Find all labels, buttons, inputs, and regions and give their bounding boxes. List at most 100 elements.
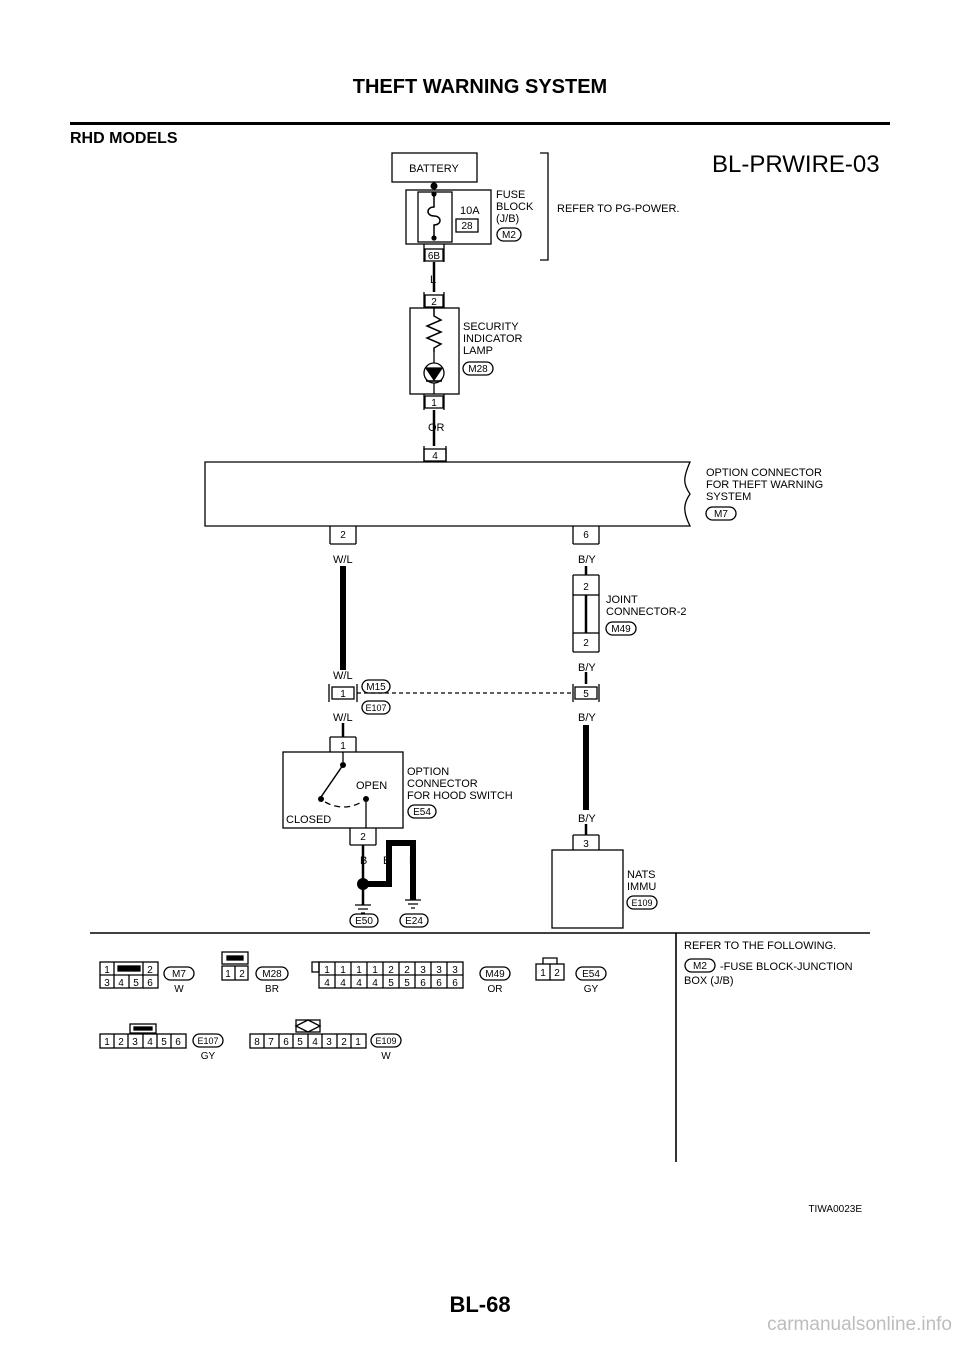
fuse-connector-id: M2 bbox=[502, 230, 516, 241]
m7-face-color: W bbox=[174, 984, 184, 995]
fuse-amp: 10A bbox=[460, 205, 480, 217]
nats-pin: 3 bbox=[583, 839, 589, 850]
e109-face-color: W bbox=[381, 1051, 391, 1062]
header-rule bbox=[70, 122, 890, 125]
m7-label-3: SYSTEM bbox=[706, 491, 751, 503]
m49-face-pin-b7: 6 bbox=[420, 978, 426, 989]
nats-box bbox=[551, 849, 624, 929]
fuse-pin: 6B bbox=[428, 251, 441, 262]
wire-color-l: L bbox=[430, 274, 436, 286]
e107-face-pin-5: 5 bbox=[161, 1037, 167, 1048]
connector-face-m28 bbox=[221, 951, 249, 981]
fuse-number: 28 bbox=[461, 221, 473, 232]
inline-pin-right: 5 bbox=[583, 689, 589, 700]
connector-face-e54 bbox=[535, 957, 565, 981]
e107-face-color: GY bbox=[201, 1051, 216, 1062]
diagram-code: BL-PRWIRE-03 bbox=[712, 151, 880, 178]
e109-face-pin-3: 3 bbox=[326, 1037, 332, 1048]
e54-face-id: E54 bbox=[582, 969, 600, 980]
m7-face-pin-4: 4 bbox=[118, 978, 124, 989]
refer-following-title: REFER TO THE FOLLOWING. bbox=[684, 940, 836, 952]
e109-face-pin-8: 8 bbox=[254, 1037, 260, 1048]
e107-face-pin-1: 1 bbox=[104, 1037, 110, 1048]
m28-face-pin-2: 2 bbox=[239, 969, 245, 980]
m7-pin-top: 4 bbox=[432, 451, 438, 462]
m49-face-pin-b5: 5 bbox=[388, 978, 394, 989]
e109-face-pin-6: 6 bbox=[283, 1037, 289, 1048]
m49-face-pin-b2: 4 bbox=[340, 978, 346, 989]
m7-connector-id: M7 bbox=[714, 509, 728, 520]
hood-label-1: OPTION bbox=[407, 766, 449, 778]
m7-face-pin-3: 3 bbox=[104, 978, 110, 989]
ground-e24: E24 bbox=[405, 916, 423, 927]
m49-face-pin-b4: 4 bbox=[372, 978, 378, 989]
wire-color-wl-2: W/L bbox=[333, 670, 353, 682]
m49-face-pin-b8: 6 bbox=[436, 978, 442, 989]
e109-face-pin-5: 5 bbox=[297, 1037, 303, 1048]
m28-face-color: BR bbox=[265, 984, 279, 995]
section-title: RHD MODELS bbox=[70, 130, 178, 147]
m49-face-id: M49 bbox=[485, 969, 505, 980]
wire-color-wl-1: W/L bbox=[333, 554, 353, 566]
hood-pin-top: 1 bbox=[340, 741, 346, 752]
m49-face-pin-b9: 6 bbox=[452, 978, 458, 989]
lamp-pin-top: 2 bbox=[431, 297, 437, 308]
m49-face-pin-b3: 4 bbox=[356, 978, 362, 989]
joint-pin-bottom: 2 bbox=[583, 638, 589, 649]
e109-face-pin-7: 7 bbox=[268, 1037, 274, 1048]
e107-face-pin-6: 6 bbox=[175, 1037, 181, 1048]
e109-face-id: E109 bbox=[375, 1036, 396, 1046]
refer-following-text-1: -FUSE BLOCK-JUNCTION bbox=[720, 961, 853, 973]
refer-pg-power: REFER TO PG-POWER. bbox=[557, 203, 679, 215]
e54-face-pin-1: 1 bbox=[540, 968, 546, 979]
wire-color-by-1: B/Y bbox=[578, 554, 596, 566]
ground-icon-e24 bbox=[405, 899, 421, 909]
battery-label: BATTERY bbox=[409, 163, 459, 175]
resistor-icon bbox=[425, 308, 443, 352]
led-icon bbox=[424, 367, 444, 382]
inline-pin-left: 1 bbox=[340, 689, 346, 700]
m49-face-color: OR bbox=[488, 984, 503, 995]
m7-label-2: FOR THEFT WARNING bbox=[706, 479, 823, 491]
connector-face-m49 bbox=[311, 961, 464, 989]
option-connector-box bbox=[204, 461, 692, 527]
e107-face-pin-4: 4 bbox=[147, 1037, 153, 1048]
page-number: BL-68 bbox=[449, 1292, 511, 1317]
lamp-label-2: INDICATOR bbox=[463, 333, 523, 345]
ground-icon-e50 bbox=[355, 904, 371, 914]
e107-face-pin-2: 2 bbox=[118, 1037, 124, 1048]
m28-face-id: M28 bbox=[262, 969, 282, 980]
connector-face-e109 bbox=[249, 1019, 367, 1049]
m28-face-pin-1: 1 bbox=[225, 969, 231, 980]
ground-e50: E50 bbox=[355, 916, 373, 927]
m49-face-pin-t9: 3 bbox=[452, 965, 458, 976]
lamp-label-1: SECURITY bbox=[463, 321, 519, 333]
wire-color-or: OR bbox=[428, 422, 445, 434]
lamp-connector-id: M28 bbox=[468, 364, 488, 375]
fuse-label-3: (J/B) bbox=[496, 213, 519, 225]
fuse-block-box bbox=[405, 189, 492, 245]
joint-label-2: CONNECTOR-2 bbox=[606, 606, 686, 618]
inline-connector-m: M15 bbox=[366, 682, 386, 693]
e54-face-color: GY bbox=[584, 984, 599, 995]
e109-face-pin-1: 1 bbox=[355, 1037, 361, 1048]
m7-face-id: M7 bbox=[172, 969, 186, 980]
switch-closed-label: CLOSED bbox=[286, 814, 331, 826]
nats-label-1: NATS bbox=[627, 869, 656, 881]
e109-face-pin-4: 4 bbox=[312, 1037, 318, 1048]
m49-face-pin-t5: 2 bbox=[388, 965, 394, 976]
m7-pin-2: 2 bbox=[340, 530, 346, 541]
lamp-pin-bottom: 1 bbox=[431, 398, 437, 409]
e109-face-pin-2: 2 bbox=[341, 1037, 347, 1048]
joint-connector-id: M49 bbox=[611, 624, 631, 635]
m49-face-pin-t7: 3 bbox=[420, 965, 426, 976]
figure-code: TIWA0023E bbox=[808, 1204, 862, 1215]
hood-pin-bottom: 2 bbox=[360, 832, 366, 843]
connector-face-m7 bbox=[99, 961, 159, 989]
joint-pin-top: 2 bbox=[583, 582, 589, 593]
refer-following-text-2: BOX (J/B) bbox=[684, 975, 734, 987]
m49-face-pin-b1: 4 bbox=[324, 978, 330, 989]
refer-following-conn: M2 bbox=[693, 961, 707, 972]
inline-connector-e: E107 bbox=[365, 703, 386, 713]
hood-label-3: FOR HOOD SWITCH bbox=[407, 790, 513, 802]
